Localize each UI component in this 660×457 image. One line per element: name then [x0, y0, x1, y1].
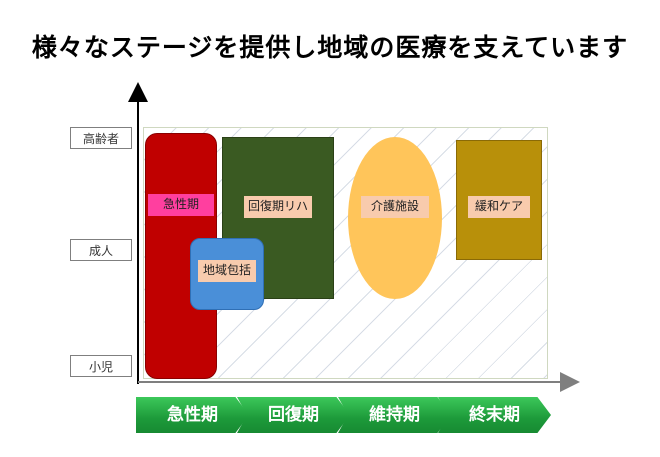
care-label: 介護施設	[361, 196, 429, 218]
phase-acute: 急性期	[136, 397, 249, 433]
y-label-adult: 成人	[70, 239, 132, 261]
community-label: 地域包括	[198, 260, 256, 282]
phase-recovery: 回復期	[237, 397, 350, 433]
palliative-label: 緩和ケア	[468, 196, 530, 218]
rehab-label: 回復期リハ	[244, 196, 312, 218]
care-block	[348, 137, 442, 299]
y-label-elderly: 高齢者	[70, 127, 132, 149]
page-title: 様々なステージを提供し地域の医療を支えています	[31, 33, 629, 62]
acute-label: 急性期	[148, 194, 214, 216]
y-label-child: 小児	[70, 355, 132, 377]
phase-maintenance: 維持期	[338, 397, 451, 433]
phase-terminal: 終末期	[438, 397, 551, 433]
